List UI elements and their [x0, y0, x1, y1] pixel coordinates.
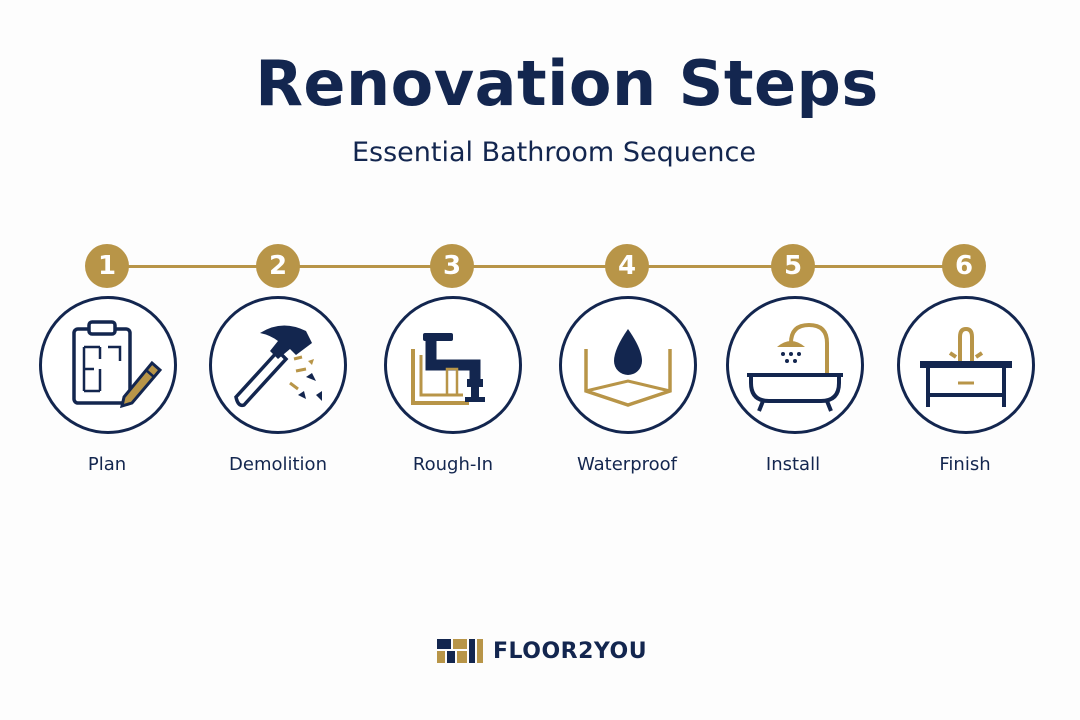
step-label-2: Demolition — [229, 454, 327, 475]
clipboard-floorplan-icon — [72, 320, 163, 409]
step-number-3: 3 — [430, 244, 474, 288]
step-icon-circle-4 — [559, 296, 697, 434]
step-icon-circle-5 — [726, 296, 864, 434]
vanity-faucet-icon — [920, 326, 1012, 407]
step-icon-circle-2 — [209, 296, 347, 434]
hammer-icon — [234, 325, 322, 408]
step-number-5: 5 — [771, 244, 815, 288]
step-label-3: Rough-In — [412, 454, 494, 475]
timeline-connector — [108, 265, 968, 268]
bathtub-shower-icon — [747, 322, 843, 412]
step-number-1: 1 — [85, 244, 129, 288]
step-icon-circle-3 — [384, 296, 522, 434]
water-drop-icon — [584, 329, 672, 407]
step-number-2: 2 — [256, 244, 300, 288]
brand-footer: FLOOR2YOU — [437, 634, 647, 668]
floor2you-logo-icon — [437, 639, 483, 663]
step-label-6: Finish — [939, 454, 991, 475]
step-label-1: Plan — [87, 454, 127, 475]
step-label-4: Waterproof — [576, 454, 677, 475]
step-icon-circle-1 — [39, 296, 177, 434]
brand-name: FLOOR2YOU — [493, 638, 648, 664]
step-number-4: 4 — [605, 244, 649, 288]
plumbing-pipe-icon — [411, 333, 485, 405]
step-icon-circle-6 — [897, 296, 1035, 434]
step-label-5: Install — [765, 454, 821, 475]
page-subtitle: Essential Bathroom Sequence — [351, 137, 756, 168]
step-number-6: 6 — [942, 244, 986, 288]
page-title: Renovation Steps — [255, 47, 879, 120]
